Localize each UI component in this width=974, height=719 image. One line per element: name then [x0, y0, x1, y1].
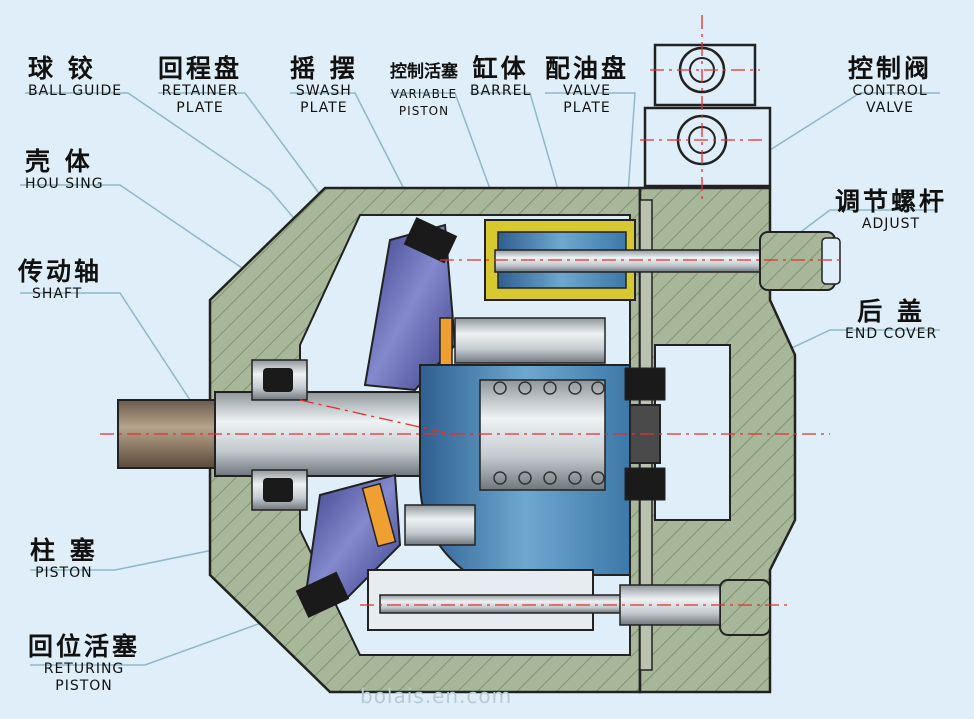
- label-end-cover: 后 盖 END COVER: [845, 298, 937, 343]
- returning-piston-en2: PISTON: [55, 678, 113, 694]
- shaft-cn: 传动轴: [18, 257, 103, 286]
- label-returning-piston: 回位活塞 RETURING PISTON: [28, 633, 140, 695]
- returning-piston-cn: 回位活塞: [28, 632, 141, 661]
- housing-cn: 壳 体: [25, 147, 93, 176]
- returning-piston: [367, 569, 771, 636]
- valve-plate-cn: 配油盘: [545, 54, 630, 83]
- variable-piston-cn: 控制活塞: [390, 62, 458, 82]
- piston-cn: 柱 塞: [30, 536, 98, 565]
- label-variable-piston: 控制活塞 VARIABLE PISTON: [390, 58, 458, 120]
- barrel-en: BARREL: [470, 83, 532, 99]
- label-piston: 柱 塞 PISTON: [30, 537, 98, 582]
- valve-plate-en2: PLATE: [563, 100, 611, 116]
- end-cover-cn: 后 盖: [857, 297, 925, 326]
- label-valve-plate: 配油盘 VALVE PLATE: [545, 55, 629, 117]
- retainer-plate-en2: PLATE: [176, 100, 224, 116]
- watermark: bolais.en.com: [360, 684, 513, 708]
- swash-plate-en1: SWASH: [295, 83, 352, 99]
- label-barrel: 缸体 BARREL: [470, 55, 531, 100]
- centerlines: [100, 15, 845, 606]
- end-cover-en: END COVER: [845, 326, 938, 342]
- rear-bearing: [624, 367, 666, 501]
- label-retainer-plate: 回程盘 RETAINER PLATE: [158, 55, 242, 117]
- retainer-plate-en1: RETAINER: [161, 83, 239, 99]
- barrel-cn: 缸体: [472, 54, 529, 83]
- label-ball-guide: 球 铰 BALL GUIDE: [28, 55, 122, 100]
- control-valve-en1: CONTROL: [852, 83, 928, 99]
- control-valve-cn: 控制阀: [848, 54, 933, 83]
- piston-en: PISTON: [35, 565, 93, 581]
- returning-piston-en1: RETURING: [43, 661, 125, 677]
- label-swash-plate: 摇 摆 SWASH PLATE: [290, 55, 358, 117]
- retainer-plate-cn: 回程盘: [158, 54, 243, 83]
- cylinder-barrel: [404, 317, 631, 576]
- shaft-en: SHAFT: [32, 286, 83, 302]
- ball-guide-en: BALL GUIDE: [28, 83, 123, 99]
- adjust-en: ADJUST: [861, 216, 921, 232]
- ball-guide-cn: 球 铰: [28, 54, 96, 83]
- swash-plate-en2: PLATE: [300, 100, 348, 116]
- label-shaft: 传动轴 SHAFT: [18, 258, 102, 303]
- label-adjust: 调节螺杆 ADJUST: [835, 188, 947, 233]
- valve-plate-en1: VALVE: [563, 83, 611, 99]
- swash-plate-cn: 摇 摆: [290, 54, 358, 83]
- label-housing: 壳 体 HOU SING: [25, 148, 104, 193]
- label-control-valve: 控制阀 CONTROL VALVE: [848, 55, 932, 117]
- variable-piston-en1: VARIABLE: [390, 87, 458, 101]
- control-valve-en2: VALVE: [866, 100, 914, 116]
- control-valve-block: [643, 43, 772, 188]
- adjust-cn: 调节螺杆: [835, 187, 948, 216]
- swash-plate: [295, 217, 458, 618]
- variable-piston-en2: PISTON: [398, 104, 450, 118]
- housing-en: HOU SING: [25, 176, 104, 192]
